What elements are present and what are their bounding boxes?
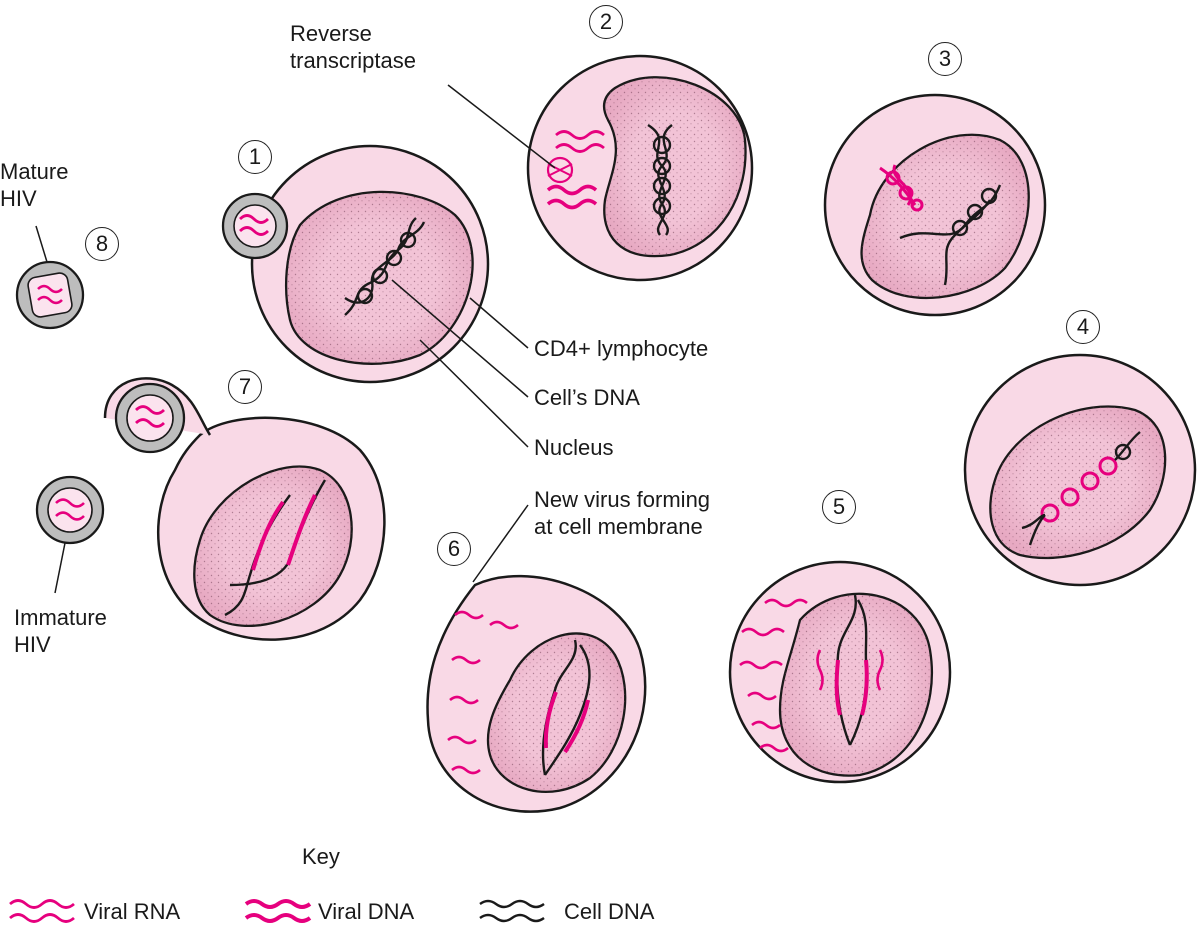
label-reverse-transcriptase: Reverse transcriptase xyxy=(290,20,416,74)
leader-lines xyxy=(35,84,556,594)
leader-cells-dna xyxy=(391,279,529,398)
label-line: Immature xyxy=(14,605,107,630)
key-title: Key xyxy=(302,844,340,869)
leader-immature-hiv xyxy=(54,542,66,594)
cell-step-3 xyxy=(823,93,1047,317)
viral-dna-segments xyxy=(251,494,317,571)
step-6-marker: 6 xyxy=(437,532,471,566)
cell-step-2 xyxy=(526,54,754,282)
label-line: HIV xyxy=(0,186,37,211)
leader-new-virus xyxy=(472,504,529,583)
label-nucleus: Nucleus xyxy=(534,435,614,460)
key-cell-dna-label: Cell DNA xyxy=(564,899,655,924)
immature-hiv-particle xyxy=(35,475,105,545)
cell-step-1 xyxy=(221,144,490,384)
key-viral-rna-label: Viral RNA xyxy=(84,899,181,924)
leader-nucleus xyxy=(419,339,529,448)
key-cell-dna-symbol xyxy=(479,899,545,923)
viral-rna-strands xyxy=(447,610,519,775)
cell-dna-helix xyxy=(1021,431,1141,546)
reverse-transcriptase-enzyme xyxy=(546,156,574,184)
nucleus-stipple xyxy=(604,77,746,257)
cell-dna-helix xyxy=(899,184,1002,286)
viral-dna-integrated xyxy=(1040,456,1118,523)
cell-dna-helix xyxy=(647,123,673,236)
mature-hiv-particle xyxy=(15,260,85,330)
key-viral-dna-label: Viral DNA xyxy=(318,899,415,924)
viral-dna-segments xyxy=(834,659,869,716)
step-3-marker: 3 xyxy=(928,42,962,76)
viral-dna-helix xyxy=(879,164,924,212)
cell-step-6 xyxy=(426,575,647,813)
cell-step-4 xyxy=(963,353,1197,587)
label-cells-dna: Cell’s DNA xyxy=(534,385,640,410)
nucleus-stipple xyxy=(861,134,1029,298)
label-line: HIV xyxy=(14,632,51,657)
cell-step-5 xyxy=(728,560,952,784)
step-4-marker: 4 xyxy=(1066,310,1100,344)
label-line: Reverse xyxy=(290,21,372,46)
label-cd4-lymphocyte: CD4+ lymphocyte xyxy=(534,336,709,361)
step-7-marker: 7 xyxy=(228,370,262,404)
key-viral-dna-symbol xyxy=(244,899,312,923)
budding-virus xyxy=(103,377,212,454)
nucleus-stipple xyxy=(780,593,932,776)
viral-dna-forming xyxy=(546,184,598,210)
label-line: at cell membrane xyxy=(534,514,703,539)
attaching-virus xyxy=(221,192,289,260)
label-line: transcriptase xyxy=(290,48,416,73)
viral-rna-strands xyxy=(739,598,884,753)
label-new-virus: New virus forming at cell membrane xyxy=(534,486,710,540)
key-viral-rna-symbol xyxy=(9,899,75,923)
viral-dna-segments xyxy=(543,691,590,754)
label-mature-hiv: Mature HIV xyxy=(0,158,68,212)
label-line: Mature xyxy=(0,159,69,184)
label-immature-hiv: Immature HIV xyxy=(14,604,107,658)
leader-reverse-transcriptase xyxy=(447,84,556,169)
cell-dna-helix xyxy=(344,217,426,316)
step-2-marker: 2 xyxy=(589,5,623,39)
cell-dna-loop xyxy=(541,639,591,776)
step-1-marker: 1 xyxy=(238,140,272,174)
viral-rna-strands xyxy=(555,130,605,153)
step-5-marker: 5 xyxy=(822,490,856,524)
leader-cd4-lymphocyte xyxy=(469,297,529,349)
label-line: New virus forming xyxy=(534,487,711,512)
cell-step-7 xyxy=(103,377,386,641)
nucleus-stipple xyxy=(487,633,626,792)
step-8-marker: 8 xyxy=(85,227,119,261)
leader-mature-hiv xyxy=(35,225,48,263)
